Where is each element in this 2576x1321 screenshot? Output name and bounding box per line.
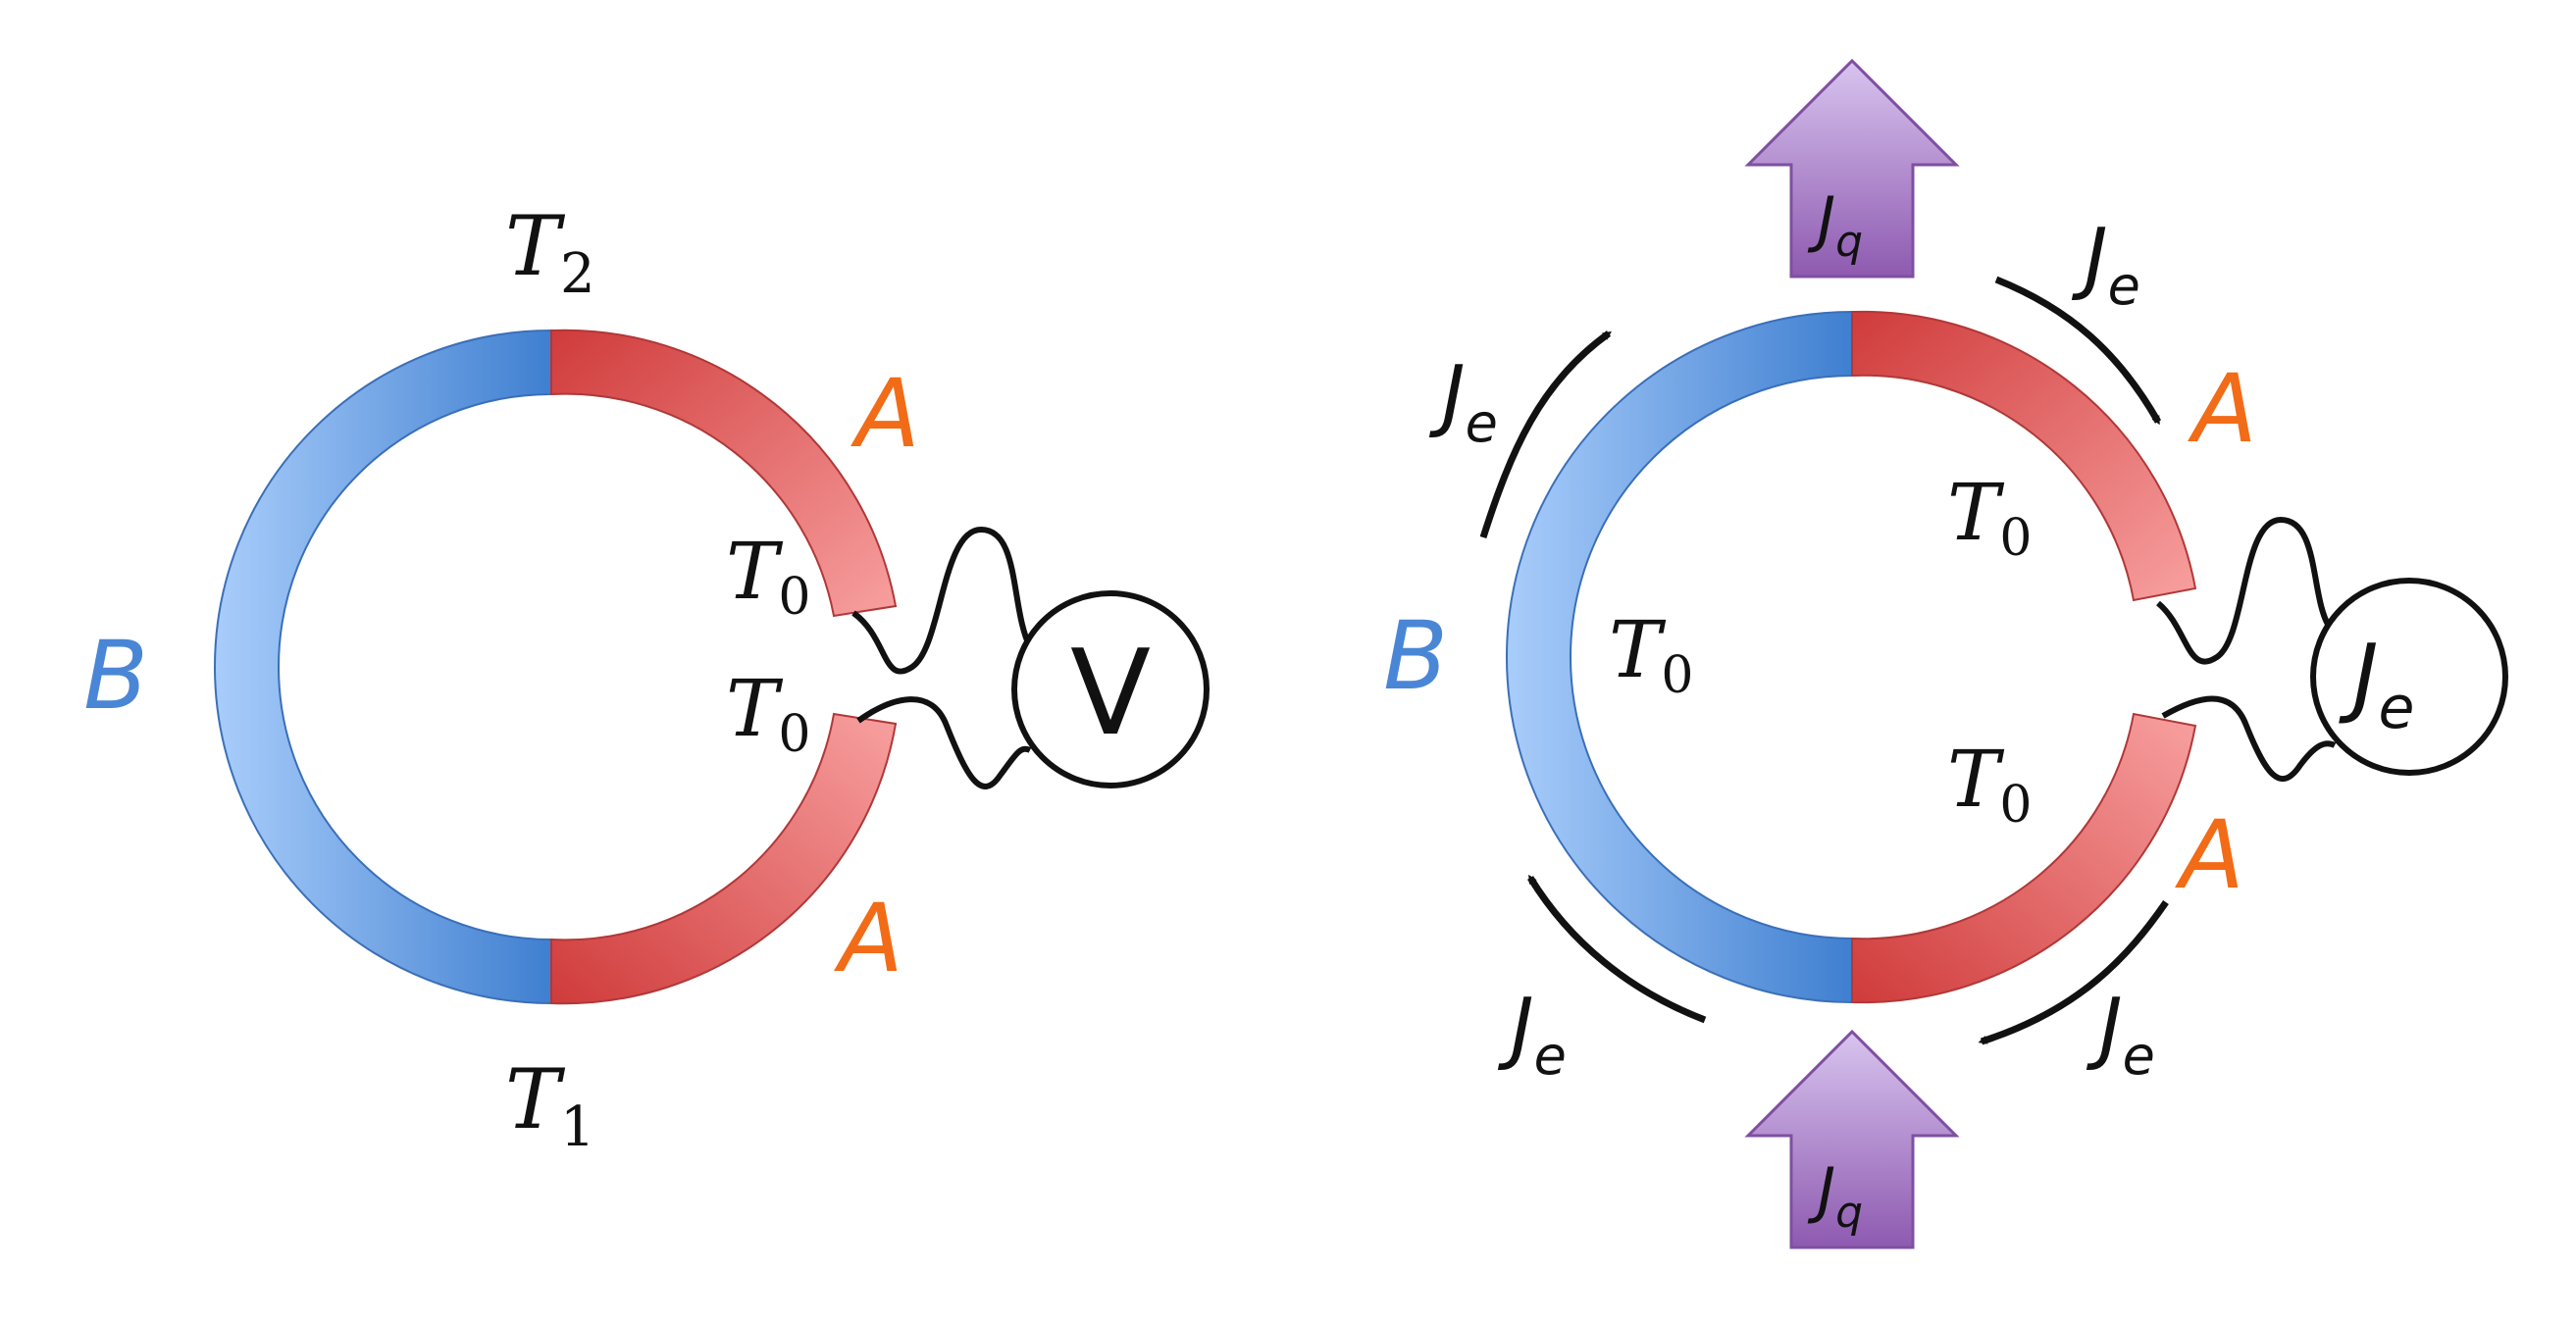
left-voltmeter-circle <box>1011 590 1210 788</box>
right-material-b-arc <box>1506 310 1853 1004</box>
right-current-label-bottom-left: Je <box>1497 982 1567 1087</box>
left-wire-lower <box>856 696 1032 789</box>
right-label-t0-inner-a-bottom: T0 <box>1947 734 2032 835</box>
left-label-t2: T2 <box>505 198 595 306</box>
left-label-a-top: A <box>850 359 920 469</box>
right-current-label-top-left: Je <box>1428 349 1498 454</box>
right-current-arrow-top-left <box>1479 330 1612 539</box>
left-material-b-arc <box>214 329 552 1005</box>
right-current-arrow-top-right <box>1994 276 2162 426</box>
left-label-b: B <box>83 621 148 731</box>
left-label-t1: T1 <box>505 1051 595 1159</box>
right-heat-arrow-top <box>1744 58 1960 279</box>
right-material-a-bottom-arc <box>1851 712 2197 1004</box>
right-current-label-bottom-right: Je <box>2086 982 2155 1087</box>
left-panel: V T2 T1 T0 T0 B A A <box>83 198 1210 1159</box>
left-label-t0-upper: T0 <box>726 526 810 627</box>
right-label-a-top: A <box>2187 354 2257 464</box>
right-ammeter-circle <box>2310 578 2508 776</box>
right-wire-upper <box>2155 516 2333 665</box>
left-material-a-top-arc <box>550 329 898 618</box>
right-wire-lower <box>2161 695 2337 782</box>
right-heat-arrow-bottom <box>1744 1029 1960 1249</box>
left-voltmeter-symbol: V <box>1070 626 1151 762</box>
right-current-label-top-right: Je <box>2071 212 2140 317</box>
left-wire-upper <box>851 526 1033 675</box>
right-current-arrow-bottom-left <box>1527 874 1707 1024</box>
left-label-a-bottom: A <box>833 884 903 993</box>
right-label-t0-inner-a-top: T0 <box>1947 467 2032 568</box>
right-label-t0-inner-b: T0 <box>1609 604 1693 705</box>
left-label-t0-lower: T0 <box>726 663 810 764</box>
right-current-arrow-bottom-right <box>1978 900 2169 1045</box>
right-label-b: B <box>1383 601 1448 711</box>
right-material-a-top-arc <box>1851 310 2197 602</box>
left-material-a-bottom-arc <box>550 712 898 1005</box>
right-panel: Je Jq Jq Je Je Je Je T0 <box>1383 58 2508 1249</box>
right-label-a-bottom: A <box>2174 800 2244 910</box>
